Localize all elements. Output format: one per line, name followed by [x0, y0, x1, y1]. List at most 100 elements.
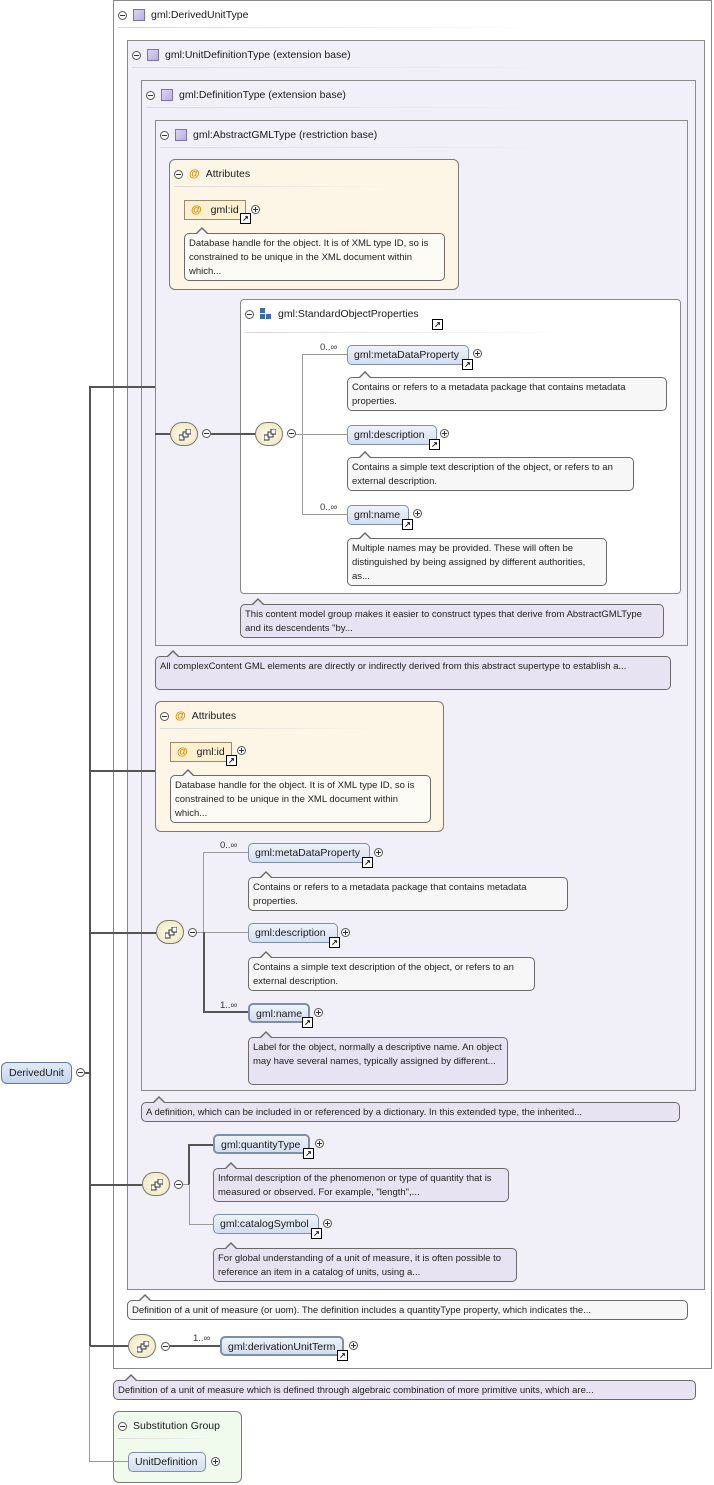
reference-arrow-icon[interactable]: ↗: [462, 359, 473, 370]
attributes-outer-title: Attributes: [191, 710, 237, 722]
root-element-derived-unit[interactable]: DerivedUnit: [1, 1062, 72, 1084]
substitution-group-frame: Substitution Group: [113, 1411, 242, 1483]
expand-icon[interactable]: [341, 928, 350, 937]
reference-arrow-icon[interactable]: ↗: [362, 857, 373, 868]
collapse-icon[interactable]: [188, 928, 197, 937]
def-description[interactable]: gml:description: [248, 923, 338, 943]
derivation-card: 1..∞: [193, 1333, 211, 1344]
catalog-symbol[interactable]: gml:catalogSymbol: [213, 1214, 319, 1234]
expand-icon[interactable]: [323, 1219, 332, 1228]
reference-arrow-icon[interactable]: ↗: [329, 937, 340, 948]
expand-icon[interactable]: [413, 509, 422, 518]
sequence-compositor[interactable]: [128, 1334, 156, 1358]
sop-description-label: gml:description: [354, 429, 425, 441]
derived-unit-type-desc: Definition of a unit of measure which is…: [113, 1374, 696, 1400]
attribute-icon: @: [189, 168, 200, 180]
collapse-icon[interactable]: [174, 169, 183, 179]
derived-unit-type-label: gml:DerivedUnitType: [151, 9, 249, 21]
collapse-icon[interactable]: [118, 10, 127, 20]
complex-type-icon: [147, 49, 159, 61]
substitution-group-title: Substitution Group: [133, 1420, 220, 1432]
quantity-type-label: gml:quantityType: [221, 1139, 301, 1151]
collapse-icon[interactable]: [76, 1068, 85, 1077]
attributes-inner-title: Attributes: [205, 168, 251, 180]
expand-icon[interactable]: [237, 746, 246, 755]
sequence-icon: [164, 926, 178, 939]
root-element-label: DerivedUnit: [9, 1067, 64, 1079]
reference-arrow-icon[interactable]: ↗: [303, 1148, 314, 1159]
reference-arrow-icon[interactable]: ↗: [302, 1017, 313, 1028]
collapse-icon[interactable]: [118, 1421, 127, 1431]
expand-icon[interactable]: [314, 1008, 323, 1017]
sop-metadata-label: gml:metaDataProperty: [354, 349, 460, 361]
sop-metadata-property[interactable]: gml:metaDataProperty: [347, 345, 469, 365]
collapse-icon[interactable]: [202, 429, 211, 438]
quantity-type-desc: Informal description of the phenomenon o…: [213, 1162, 509, 1202]
derivation-unit-term[interactable]: gml:derivationUnitTerm: [220, 1336, 344, 1356]
sequence-compositor[interactable]: [170, 422, 198, 446]
expand-icon[interactable]: [473, 349, 482, 358]
sop-metadata-desc: Contains or refers to a metadata package…: [347, 371, 667, 411]
sop-description-desc: Contains a simple text description of th…: [347, 451, 634, 491]
attr-gml-id-label: gml:id: [196, 746, 225, 758]
def-metadata-desc: Contains or refers to a metadata package…: [248, 871, 568, 911]
sop-name-label: gml:name: [354, 509, 401, 521]
complex-type-icon: [175, 129, 187, 141]
unit-definition-type-header: gml:UnitDefinitionType (extension base): [132, 47, 351, 63]
def-name[interactable]: gml:name: [248, 1003, 310, 1023]
sop-name[interactable]: gml:name: [347, 505, 409, 525]
attribute-icon: @: [191, 204, 202, 216]
abstract-gml-type-label: gml:AbstractGMLType (restriction base): [193, 129, 378, 141]
collapse-icon[interactable]: [160, 711, 169, 721]
reference-arrow-icon[interactable]: ↗: [240, 213, 251, 224]
substitution-group-header: Substitution Group: [118, 1418, 220, 1434]
collapse-icon[interactable]: [245, 309, 254, 319]
collapse-icon[interactable]: [132, 50, 141, 60]
expand-icon[interactable]: [211, 1457, 220, 1466]
reference-arrow-icon[interactable]: ↗: [402, 519, 413, 530]
collapse-icon[interactable]: [161, 1342, 170, 1351]
group-icon: [260, 308, 272, 320]
attributes-outer-header: @ Attributes: [160, 708, 236, 724]
derived-unit-type-header: gml:DerivedUnitType: [118, 7, 248, 23]
sop-name-desc: Multiple names may be provided. These wi…: [347, 532, 607, 586]
reference-arrow-icon[interactable]: ↗: [311, 1228, 322, 1239]
def-description-label: gml:description: [255, 927, 326, 939]
sop-description[interactable]: gml:description: [347, 425, 437, 445]
expand-icon[interactable]: [374, 848, 383, 857]
attributes-inner-header: @ Attributes: [174, 166, 250, 182]
quantity-type[interactable]: gml:quantityType: [213, 1134, 310, 1154]
reference-arrow-icon[interactable]: ↗: [226, 755, 237, 766]
reference-arrow-icon[interactable]: ↗: [337, 1350, 348, 1361]
reference-arrow-icon[interactable]: ↗: [429, 439, 440, 450]
sequence-compositor[interactable]: [142, 1172, 170, 1196]
definition-type-header: gml:DefinitionType (extension base): [146, 87, 346, 103]
expand-icon[interactable]: [349, 1341, 358, 1350]
def-name-card: 1..∞: [220, 1000, 238, 1011]
name-card: 0..∞: [320, 502, 338, 513]
substitution-unit-definition[interactable]: UnitDefinition: [128, 1452, 206, 1472]
sequence-compositor[interactable]: [255, 422, 283, 446]
standard-object-properties-label: gml:StandardObjectProperties: [278, 308, 419, 320]
reference-arrow-icon[interactable]: ↗: [432, 319, 443, 330]
collapse-icon[interactable]: [174, 1180, 183, 1189]
attr-gml-id-inner[interactable]: @ gml:id: [184, 200, 246, 220]
attribute-icon: @: [177, 746, 188, 758]
collapse-icon[interactable]: [146, 90, 155, 100]
collapse-icon[interactable]: [287, 429, 296, 438]
def-metadata-label: gml:metaDataProperty: [255, 847, 361, 859]
sequence-icon: [178, 428, 192, 441]
expand-icon[interactable]: [315, 1139, 324, 1148]
catalog-symbol-desc: For global understanding of a unit of me…: [213, 1242, 517, 1282]
sequence-compositor[interactable]: [156, 920, 184, 944]
sequence-icon: [263, 428, 277, 441]
expand-icon[interactable]: [440, 429, 449, 438]
attr-gml-id-outer[interactable]: @ gml:id: [170, 742, 232, 762]
standard-object-properties-desc: This content model group makes it easier…: [240, 598, 664, 638]
expand-icon[interactable]: [251, 205, 260, 214]
def-metadata-property[interactable]: gml:metaDataProperty: [248, 843, 370, 863]
attribute-icon: @: [175, 710, 186, 722]
abstract-gml-type-desc: All complexContent GML elements are dire…: [155, 650, 671, 690]
collapse-icon[interactable]: [160, 130, 169, 140]
catalog-symbol-label: gml:catalogSymbol: [220, 1218, 309, 1230]
